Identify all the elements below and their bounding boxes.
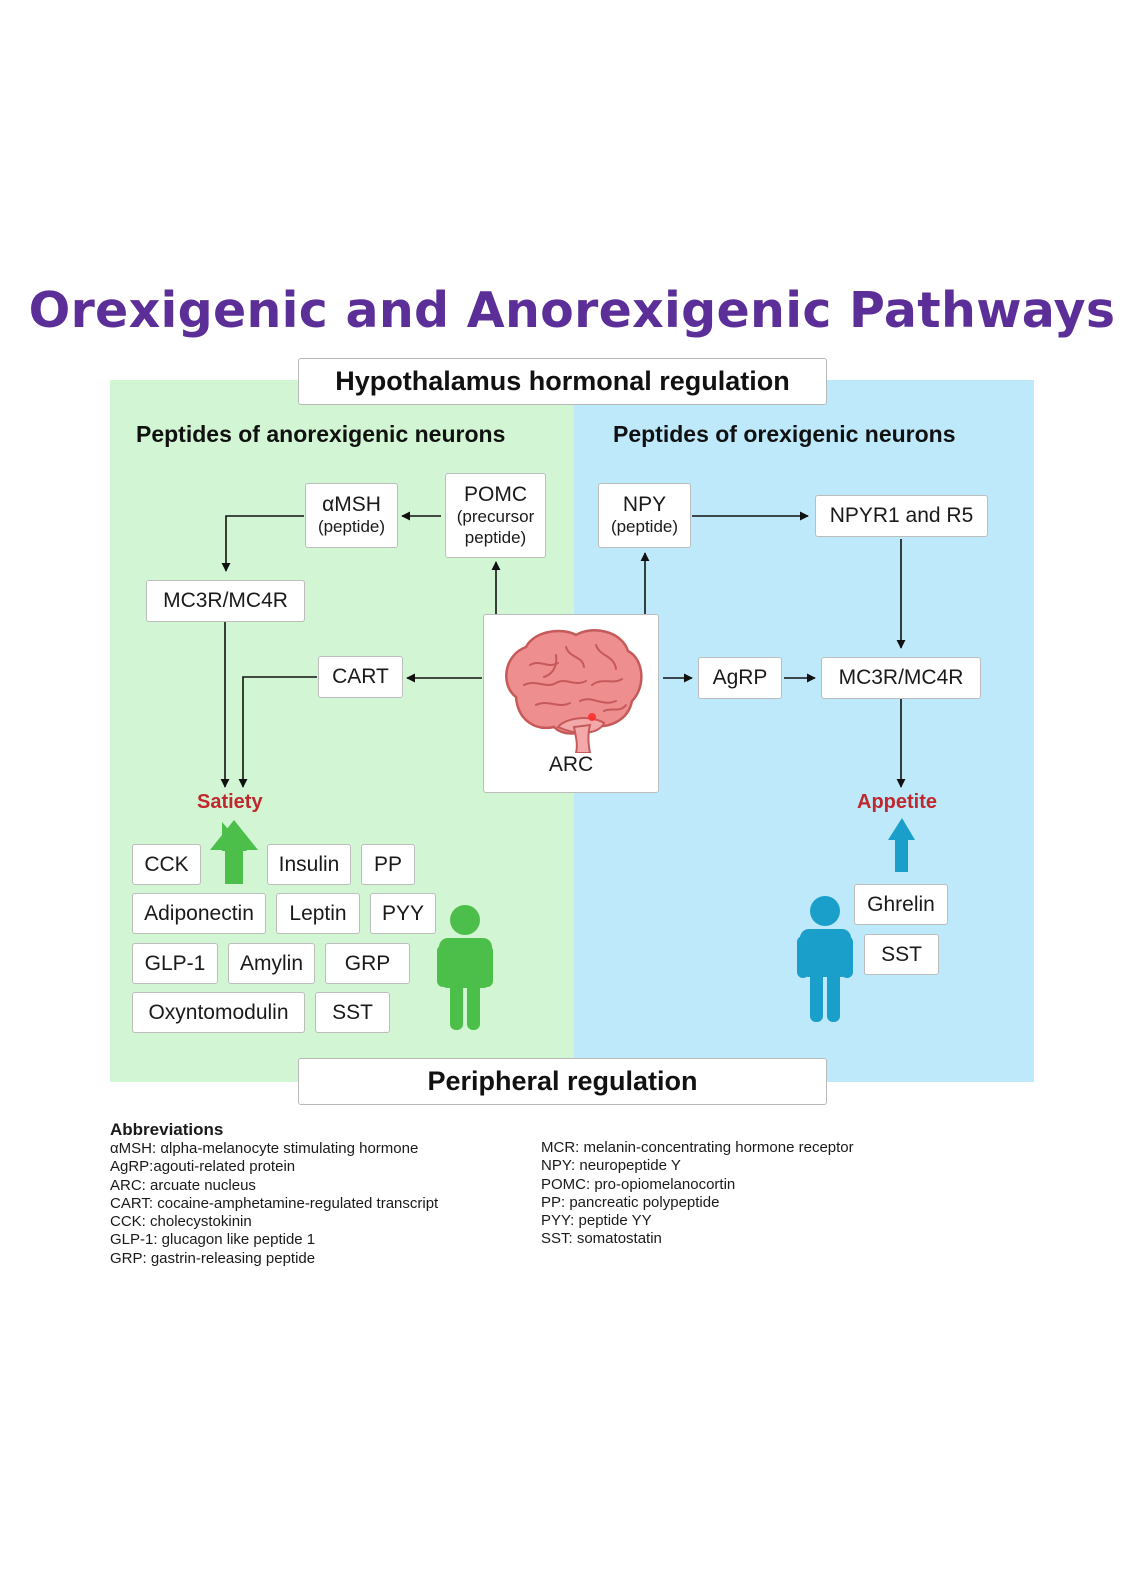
abbr-item: PP: pancreatic polypeptide [541, 1193, 720, 1211]
abbreviations-heading: Abbreviations [110, 1120, 224, 1139]
mc3r-mc4r-right-node: MC3R/MC4R [821, 657, 981, 699]
brain-icon [505, 629, 643, 753]
appetite-label: Appetite [857, 791, 937, 813]
hormone-insulin: Insulin [267, 844, 351, 885]
amsh-sub: (peptide) [317, 517, 386, 537]
agrp-node: AgRP [698, 657, 782, 699]
hormone-ghrelin: Ghrelin [854, 884, 948, 925]
arc-label: ARC [548, 753, 594, 776]
amsh-node: αMSH (peptide) [305, 483, 398, 548]
page-title: Orexigenic and Anorexigenic Pathways [28, 282, 1116, 339]
hypothalamus-banner: Hypothalamus hormonal regulation [298, 358, 827, 405]
cart-node: CART [318, 656, 403, 698]
person-green-icon [437, 905, 493, 1030]
abbr-item: NPY: neuropeptide Y [541, 1157, 681, 1175]
hormone-grp: GRP [325, 943, 410, 984]
npy-node: NPY (peptide) [598, 483, 691, 548]
npyr1-r5-node: NPYR1 and R5 [815, 495, 988, 537]
abbr-item: CCK: cholecystokinin [110, 1213, 252, 1231]
abbreviations-col-2: MCR: melanin-concentrating hormone recep… [541, 1139, 854, 1249]
abbr-item: POMC: pro-opiomelanocortin [541, 1175, 736, 1193]
hormone-pyy: PYY [370, 893, 436, 934]
pomc-sub-1: (precursor [456, 506, 535, 526]
abbr-item: MCR: melanin-concentrating hormone recep… [541, 1139, 854, 1156]
hormone-glp1: GLP-1 [132, 943, 218, 984]
hormone-leptin: Leptin [276, 893, 360, 934]
satiety-label: Satiety [197, 791, 263, 813]
hormone-sst-left: SST [315, 992, 390, 1033]
abbr-item: SST: somatostatin [541, 1230, 662, 1248]
pomc-node: POMC (precursor peptide) [445, 473, 546, 558]
abbr-item: ARC: arcuate nucleus [110, 1176, 256, 1194]
anorexigenic-heading: Peptides of anorexigenic neurons [136, 421, 506, 447]
appetite-up-arrow [888, 818, 915, 872]
amsh-label: αMSH [322, 493, 381, 517]
amsh-to-mc3r-arrow [221, 515, 304, 572]
abbr-item: αMSH: αlpha-melanocyte stimulating hormo… [110, 1140, 419, 1157]
peripheral-banner: Peripheral regulation [298, 1058, 827, 1105]
abbr-item: PYY: peptide YY [541, 1212, 652, 1230]
arc-node: ARC [483, 614, 659, 793]
abbreviations-col-1: Abbreviations αMSH: αlpha-melanocyte sti… [110, 1120, 438, 1268]
abbr-item: GRP: gastrin-releasing peptide [110, 1249, 316, 1267]
cart-to-satiety-arrow [238, 676, 317, 788]
hormone-sst-right: SST [864, 934, 939, 975]
pomc-label: POMC [464, 482, 527, 506]
npy-sub: (peptide) [610, 517, 679, 537]
mc3r-mc4r-left-node: MC3R/MC4R [146, 580, 305, 622]
hormone-adiponectin: Adiponectin [132, 893, 266, 934]
pomc-sub-2: peptide) [464, 528, 527, 548]
abbr-item: CART: cocaine-amphetamine-regulated tran… [110, 1194, 439, 1212]
orexigenic-heading: Peptides of orexigenic neurons [613, 421, 956, 447]
hormone-cck: CCK [132, 844, 201, 885]
abbr-item: GLP-1: glucagon like peptide 1 [110, 1231, 316, 1249]
hormone-oxyntomodulin: Oxyntomodulin [132, 992, 305, 1033]
abbr-item: AgRP:agouti-related protein [110, 1158, 296, 1176]
person-blue-icon [797, 896, 853, 1022]
hormone-amylin: Amylin [228, 943, 315, 984]
hormone-pp: PP [361, 844, 415, 885]
npy-label: NPY [622, 493, 667, 517]
